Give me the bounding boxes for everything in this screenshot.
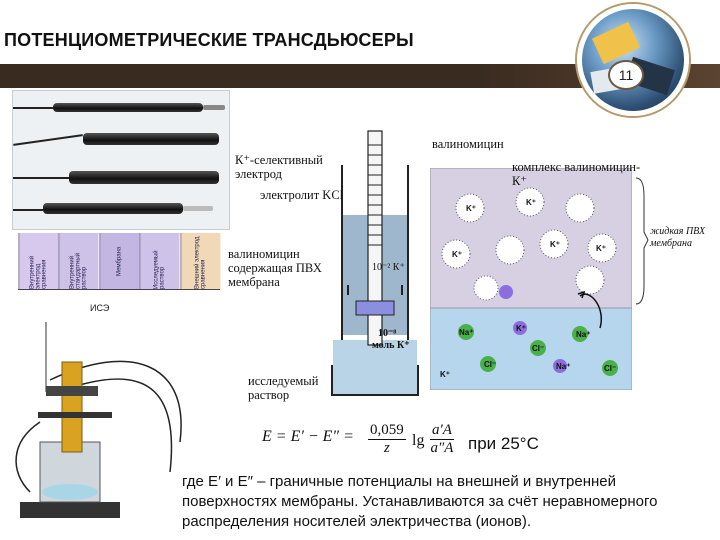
ion-label: K⁺ — [596, 244, 606, 253]
ion-label: Cl⁻ — [532, 344, 545, 353]
electrode-probe — [53, 103, 203, 112]
label-conc-inner: 10⁻² К⁺ — [372, 262, 405, 273]
ion-label: Cl⁻ — [604, 364, 617, 373]
potential-band: Внешний электрод сравнения — [179, 233, 221, 289]
label-complex: комплекс валиномицин-К⁺ — [512, 160, 641, 188]
cable — [13, 177, 69, 179]
formula-lg: lg — [412, 432, 425, 449]
formula-coef-num: 0,059 — [368, 422, 406, 440]
formula-coef-den: z — [383, 440, 390, 456]
label-liquid-membrane: жидкая ПВХ мембрана — [650, 226, 706, 249]
formula-lhs: E = E′ − E″ = — [262, 428, 354, 445]
ion-label: Cl⁻ — [484, 360, 497, 369]
potential-band: Внутренний стандартный раствор — [58, 233, 99, 289]
bands-axis — [18, 289, 220, 290]
electrode-tip — [183, 206, 213, 211]
label-valinomycin-membrane: валиномицин содержащая ПВХ мембрана — [228, 247, 322, 289]
label-electrolyte: электролит KCl — [260, 188, 344, 202]
formula-act-den: a″A — [430, 440, 454, 456]
slide-title: ПОТЕНЦИОМЕТРИЧЕСКИЕ ТРАНСДЬЮСЕРЫ — [4, 30, 414, 50]
cell-drawing — [15, 322, 182, 518]
label-conc-outer-value: 10⁻⁸ — [378, 328, 397, 339]
cable — [13, 134, 83, 146]
label-test-solution: исследуемый раствор — [248, 374, 319, 402]
membrane-bracket — [635, 177, 649, 305]
cable — [13, 107, 53, 109]
ion-label: K⁺ — [466, 204, 476, 213]
ion-label: Na⁺ — [576, 330, 591, 339]
page-number-badge: 11 — [608, 60, 644, 90]
electrode-probe — [69, 171, 219, 184]
formula-activity-fraction: a′A a″A — [430, 422, 454, 457]
electrode-tip — [203, 105, 225, 110]
electrode-schematic — [331, 130, 419, 396]
potential-band: Мембрана — [98, 233, 140, 289]
ion-label: K⁺ — [452, 250, 462, 259]
bands-footer: ИСЭ — [90, 303, 110, 313]
formula-coef-fraction: 0,059 z — [368, 422, 406, 457]
electrode-probe — [43, 203, 183, 214]
formula-act-num: a′A — [430, 422, 454, 440]
label-valinomycin: валиномицин — [432, 137, 504, 151]
formula-temperature: при 25°С — [468, 434, 539, 453]
logo-image — [577, 4, 689, 116]
potential-band: Исследуемый раствор — [139, 233, 180, 289]
ion-label: Na⁺ — [459, 328, 474, 337]
explanation-paragraph: где E′ и E″ – граничные потенциалы на вн… — [182, 473, 658, 530]
ion-label: K⁺ — [516, 324, 526, 333]
potential-band: Внутренний электрод сравнения — [18, 233, 59, 289]
ion-label: K⁺ — [550, 240, 560, 249]
label-conc-outer-unit: моль К⁺ — [372, 340, 410, 351]
cable — [13, 209, 43, 211]
electrode-probe — [83, 133, 219, 145]
ion-label: Na⁺ — [556, 362, 571, 371]
membrane-panel — [430, 168, 632, 390]
ion-label: K⁺ — [526, 198, 536, 207]
measurement-cell-photo — [10, 322, 190, 522]
electrodes-photo — [12, 90, 230, 230]
ion-label: K⁺ — [440, 370, 450, 379]
label-k-electrode: К⁺-селективный электрод — [235, 153, 323, 181]
